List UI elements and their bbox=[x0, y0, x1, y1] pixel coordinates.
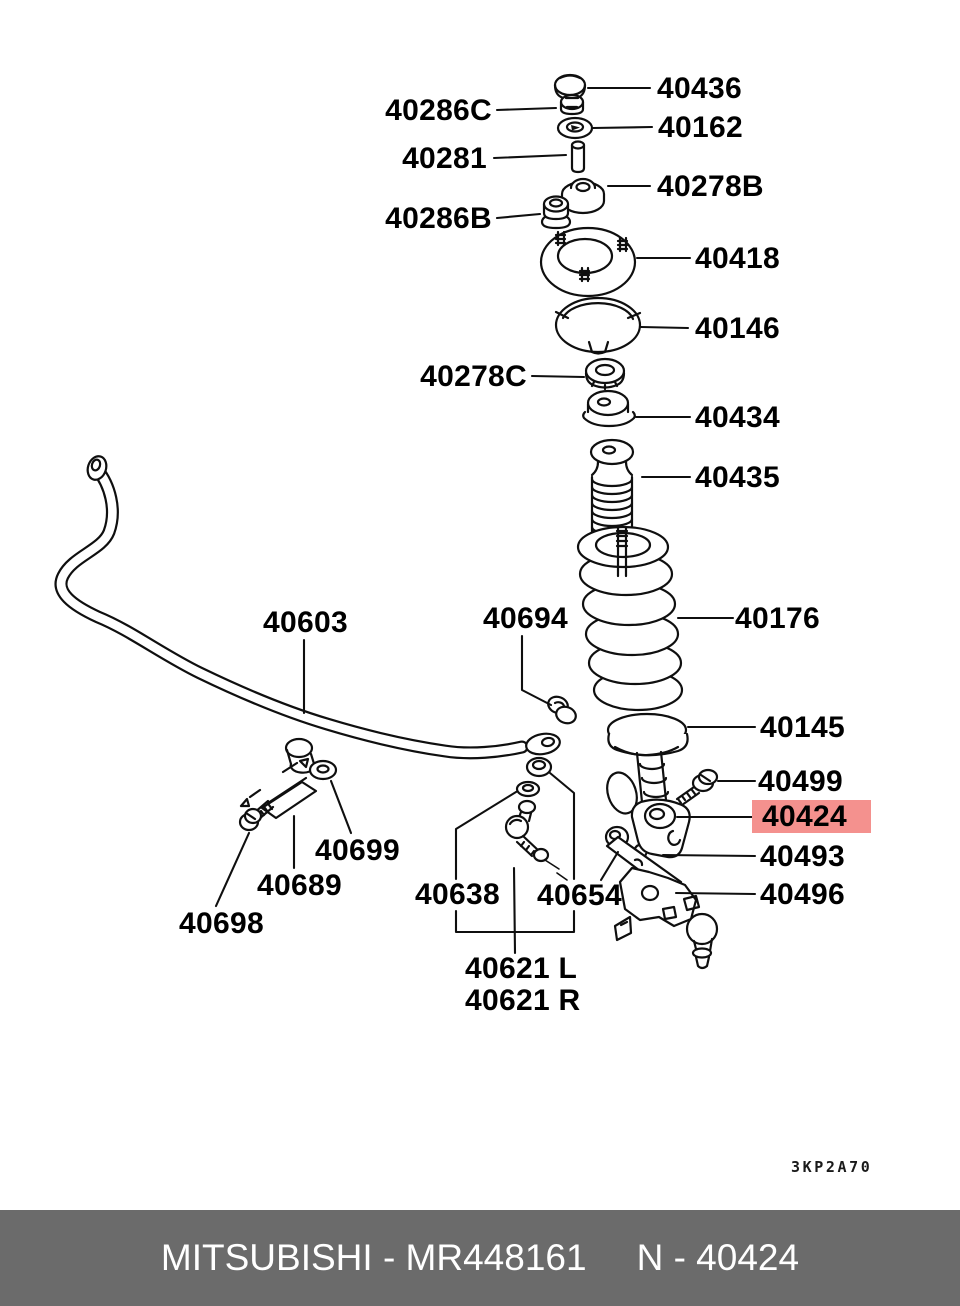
part-strut-40145 bbox=[606, 712, 691, 860]
part-label-40493[interactable]: 40493 bbox=[760, 840, 845, 873]
part-bracket-40689 bbox=[239, 757, 318, 820]
part-label-40436[interactable]: 40436 bbox=[657, 72, 742, 105]
part-cup-40434 bbox=[582, 389, 636, 428]
part-grommet-washer bbox=[515, 756, 553, 798]
part-label-40496[interactable]: 40496 bbox=[760, 878, 845, 911]
part-bushing-40699 bbox=[284, 737, 338, 781]
part-label-40286B[interactable]: 40286B bbox=[385, 202, 492, 235]
part-coil-spring-40176 bbox=[576, 525, 684, 712]
part-label-40278B[interactable]: 40278B bbox=[657, 170, 764, 203]
plate-code: 3KP2A70 bbox=[791, 1158, 873, 1176]
part-label-40435[interactable]: 40435 bbox=[695, 461, 780, 494]
part-spacer-40281 bbox=[570, 140, 586, 174]
part-bushing-40278B bbox=[560, 177, 606, 215]
part-washer-40162 bbox=[556, 116, 594, 140]
part-label-40689[interactable]: 40689 bbox=[257, 869, 342, 902]
part-label-40499[interactable]: 40499 bbox=[758, 765, 843, 798]
footer-brand-part: MITSUBISHI - MR448161 bbox=[160, 1237, 587, 1278]
part-label-40698[interactable]: 40698 bbox=[179, 907, 264, 940]
part-bolt-40499 bbox=[675, 768, 719, 807]
part-label-40621L[interactable]: 40621 L bbox=[465, 952, 577, 985]
part-label-40654[interactable]: 40654 bbox=[537, 879, 622, 912]
part-bushing-40278C bbox=[584, 357, 626, 391]
leader-lines bbox=[214, 86, 757, 955]
part-nut-40286C bbox=[559, 93, 585, 116]
part-spring-seat-40146 bbox=[554, 296, 642, 355]
part-label-40418[interactable]: 40418 bbox=[695, 242, 780, 275]
part-label-40694[interactable]: 40694 bbox=[483, 602, 568, 635]
part-strut-mount-40418 bbox=[539, 226, 637, 298]
part-nut-40286B bbox=[540, 195, 572, 230]
part-clamp-40694 bbox=[547, 695, 577, 725]
part-label-40286C[interactable]: 40286C bbox=[385, 94, 492, 127]
footer-ref-number: N - 40424 bbox=[636, 1237, 800, 1278]
part-dust-cover-40435 bbox=[589, 438, 635, 543]
part-label-40699[interactable]: 40699 bbox=[315, 834, 400, 867]
part-label-40281[interactable]: 40281 bbox=[402, 142, 487, 175]
part-boss-40424 bbox=[643, 802, 677, 830]
part-label-40146[interactable]: 40146 bbox=[695, 312, 780, 345]
part-piston-rod bbox=[615, 525, 629, 578]
part-label-40176[interactable]: 40176 bbox=[735, 602, 820, 635]
part-label-40424[interactable]: 40424 bbox=[762, 800, 847, 833]
part-bolt-40698 bbox=[238, 799, 275, 832]
part-stabilizer-link-40621 bbox=[504, 799, 550, 863]
part-drawings bbox=[54, 73, 719, 970]
part-stabilizer-bar-40603 bbox=[54, 455, 561, 760]
part-knuckle-40496 bbox=[613, 866, 719, 970]
part-label-40621R[interactable]: 40621 R bbox=[465, 984, 581, 1017]
part-labels: 40436 40286C 40162 40281 40278B 40286B 40418 40… bbox=[179, 72, 847, 1017]
part-label-40434[interactable]: 40434 bbox=[695, 401, 780, 434]
part-label-40603[interactable]: 40603 bbox=[263, 606, 348, 639]
part-label-40278C[interactable]: 40278C bbox=[420, 360, 527, 393]
part-label-40638[interactable]: 40638 bbox=[415, 878, 500, 911]
highlight-box bbox=[752, 800, 871, 833]
part-label-40145[interactable]: 40145 bbox=[760, 711, 845, 744]
part-label-40162[interactable]: 40162 bbox=[658, 111, 743, 144]
footer-bar: MITSUBISHI - MR448161 N - 40424 bbox=[0, 1210, 960, 1306]
part-cap-nut-40436 bbox=[553, 73, 587, 101]
